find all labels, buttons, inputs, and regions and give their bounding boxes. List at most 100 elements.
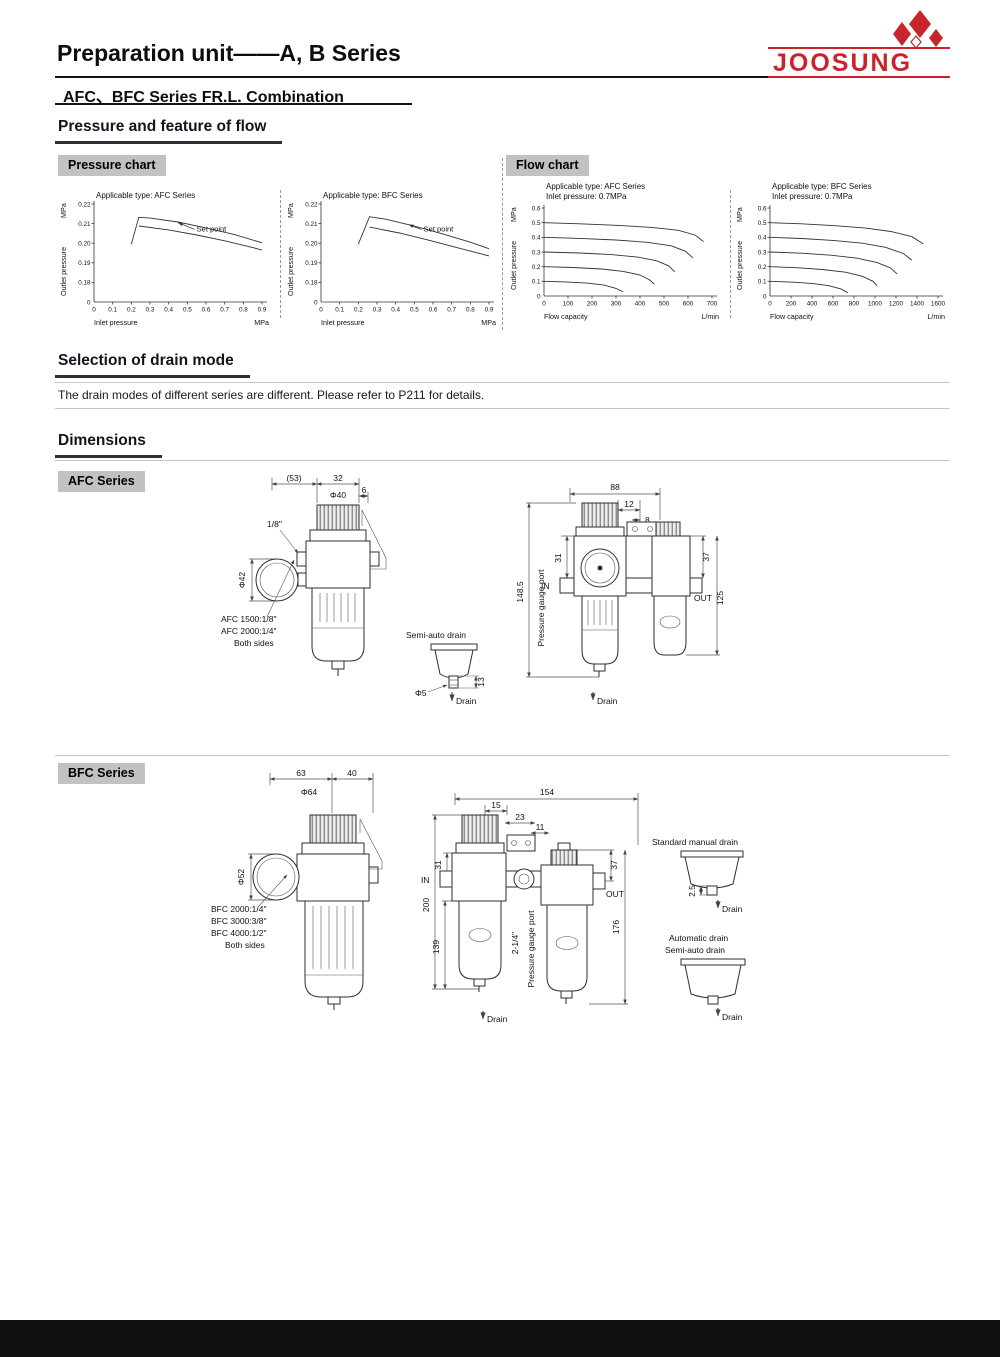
svg-text:0.5: 0.5 [183, 307, 192, 314]
bfc-dia-52: Φ52 [236, 869, 246, 886]
bfc-both-sides: Both sides [225, 940, 265, 950]
svg-text:0.1: 0.1 [532, 279, 541, 286]
afc-body [305, 540, 371, 589]
svg-text:Inlet pressure: 0.7MPa: Inlet pressure: 0.7MPa [772, 192, 853, 201]
bfc-single-unit-view: 63 40 Φ64 Φ52 BFC 2000:1/4" [211, 768, 383, 1010]
bfc-dim-176: 176 [611, 920, 621, 934]
bfc-combo-flange [455, 842, 505, 854]
svg-text:0.21: 0.21 [78, 221, 91, 228]
svg-text:1600: 1600 [931, 301, 946, 308]
svg-text:0.6: 0.6 [202, 307, 211, 314]
afc-combo-drain-label: Drain [597, 696, 618, 706]
svg-text:Outlet pressure: Outlet pressure [509, 241, 518, 290]
svg-text:0.19: 0.19 [78, 260, 91, 267]
bfc-filter-bowl [458, 900, 502, 980]
afc-dim-125: 125 [715, 591, 725, 605]
afc-dia-40: Φ40 [330, 490, 347, 500]
bfc-dim-37: 37 [609, 860, 619, 870]
auto-drain-label: Drain [722, 1012, 743, 1022]
svg-text:MPa: MPa [481, 318, 496, 327]
auto-drain-cup [684, 964, 742, 999]
bfc-std-manual-label: Standard manual drain [652, 837, 738, 847]
bfc-mount-bracket [506, 834, 536, 852]
divider [55, 408, 950, 409]
svg-text:0.8: 0.8 [466, 307, 475, 314]
afc-model-leader [266, 559, 295, 618]
afc-drain-label: Drain [456, 696, 477, 706]
svg-text:0.2: 0.2 [532, 264, 541, 271]
bfc-dim-11: 11 [536, 822, 545, 832]
afc-dim-8: 8 [645, 515, 650, 525]
svg-text:0.1: 0.1 [108, 307, 117, 314]
afc-gauge-stem [297, 572, 307, 587]
svg-text:0.1: 0.1 [758, 279, 767, 286]
afc-combo-dimension-lines [526, 488, 720, 678]
svg-text:0.3: 0.3 [532, 249, 541, 256]
afc-in-label: IN [541, 581, 550, 591]
afc-dimension-lines [249, 478, 369, 602]
svg-text:0.5: 0.5 [410, 307, 419, 314]
afc-single-unit-view: (53) 32 Φ40 6 Φ42 1/8" [221, 473, 387, 676]
svg-text:0.18: 0.18 [305, 280, 318, 287]
bfc-combo-drain-label: Drain [487, 1014, 508, 1024]
svg-text:0.3: 0.3 [373, 307, 382, 314]
bfc-dim-139: 139 [431, 940, 441, 954]
bfc-gauge-port-circle [513, 868, 535, 890]
svg-text:0: 0 [92, 307, 96, 314]
bfc-lubricator-nib [557, 842, 571, 851]
page-subtitle: AFC、BFC Series FR.L. Combination [63, 89, 344, 106]
bfc-combo-knob [461, 814, 499, 844]
svg-text:0: 0 [314, 299, 318, 306]
afc-dim-148-5: 148.5 [515, 581, 525, 603]
bfc-model-2: BFC 3000:3/8" [211, 916, 266, 926]
afc-model-2: AFC 2000:1/4" [221, 626, 276, 636]
manual-drain-flange [680, 850, 744, 858]
afc-lubricator-cap [655, 521, 681, 537]
svg-text:MPa: MPa [286, 203, 295, 218]
afc-dim-53: (53) [286, 473, 301, 483]
svg-text:0.7: 0.7 [220, 307, 229, 314]
svg-text:400: 400 [635, 301, 646, 308]
bfc-knob-flange [301, 842, 365, 855]
bfc-port-right [368, 866, 379, 884]
afc-dim-88: 88 [610, 482, 620, 492]
svg-text:0.22: 0.22 [305, 201, 318, 208]
bfc-model-3: BFC 4000:1/2" [211, 928, 266, 938]
afc-mount-bracket [626, 521, 659, 537]
svg-text:Outlet pressure: Outlet pressure [286, 247, 295, 296]
drain-mode-note: The drain modes of different series are … [58, 388, 485, 402]
chart-group-separator [502, 158, 503, 330]
afc-combo-knob [581, 502, 619, 528]
bfc-drain-valve [327, 996, 341, 1005]
svg-text:Inlet pressure: 0.7MPa: Inlet pressure: 0.7MPa [546, 192, 627, 201]
bfc-lubricator-cap [550, 849, 578, 866]
chart-separator-2 [730, 190, 731, 318]
svg-text:0.21: 0.21 [305, 221, 318, 228]
afc-filter-bowl-ribs [582, 600, 618, 631]
bfc-model-leader [257, 874, 288, 908]
drain-cup-flange [430, 643, 478, 651]
svg-text:MPa: MPa [59, 203, 68, 218]
bfc-dim-15: 15 [491, 800, 501, 810]
title-rule [55, 76, 950, 78]
section-heading-dimensions: Dimensions [55, 432, 162, 458]
svg-text:300: 300 [611, 301, 622, 308]
svg-text:Outlet pressure: Outlet pressure [59, 247, 68, 296]
afc-series-label: AFC Series [58, 471, 145, 492]
afc-thread-leader [279, 529, 299, 554]
svg-text:500: 500 [659, 301, 670, 308]
svg-text:200: 200 [786, 301, 797, 308]
bfc-dim-23: 23 [515, 812, 525, 822]
afc-dim-32: 32 [333, 473, 343, 483]
footer-band [0, 1320, 1000, 1357]
auto-drain-flange [680, 958, 746, 966]
bfc-dim-40: 40 [347, 768, 357, 778]
svg-text:0.1: 0.1 [335, 307, 344, 314]
svg-text:Applicable type: BFC Series: Applicable type: BFC Series [772, 182, 872, 191]
afc-semi-auto-label: Semi-auto drain [406, 630, 466, 640]
bfc-dim-154: 154 [540, 787, 554, 797]
bfc-lubricator-body [540, 864, 594, 906]
manual-drain-cup [684, 856, 740, 889]
